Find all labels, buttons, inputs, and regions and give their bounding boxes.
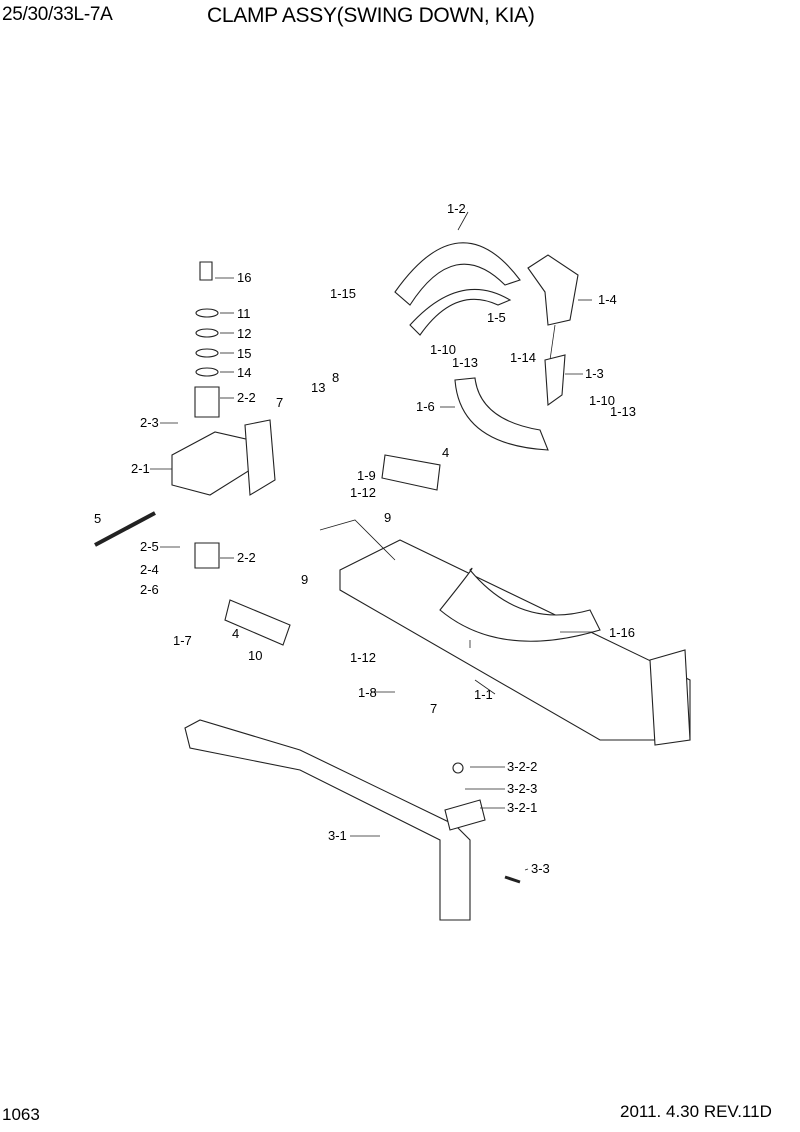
callout-1-9: 1-9 — [357, 468, 376, 483]
callout-1-3: 1-3 — [585, 366, 604, 381]
callout-4: 4 — [442, 445, 450, 460]
callout-2-4: 2-4 — [140, 562, 159, 577]
callout-1-12: 1-12 — [350, 485, 377, 500]
callout-3-2-3: 3-2-3 — [507, 781, 538, 796]
callout-11: 11 — [237, 306, 251, 321]
part-bolt-16 — [199, 261, 213, 281]
part-strap-1-4 — [527, 254, 579, 326]
page-title: CLAMP ASSY(SWING DOWN, KIA) — [207, 4, 535, 27]
callout-1-2: 1-2 — [447, 201, 466, 216]
callout-1-1: 1-1 — [474, 687, 493, 702]
part-band-1-6 — [454, 377, 549, 451]
callout-14: 14 — [237, 365, 252, 380]
part-plate-3-2-1 — [444, 799, 486, 831]
callout-3-3: 3-3 — [531, 861, 550, 876]
callout-2-2: 2-2 — [237, 390, 256, 405]
callout-3-2-1: 3-2-1 — [507, 800, 538, 815]
callout-1-10: 1-10 — [589, 393, 616, 408]
part-arm-3-1 — [184, 719, 471, 921]
callout-1-16: 1-16 — [609, 625, 636, 640]
callout-10: 10 — [248, 648, 263, 663]
callout-2-5: 2-5 — [140, 539, 159, 554]
callout-1-4: 1-4 — [598, 292, 617, 307]
callout-1-10: 1-10 — [430, 342, 457, 357]
revision-date: 2011. 4.30 REV.11D — [620, 1102, 772, 1121]
callout-13: 13 — [311, 380, 326, 395]
part-cover-1-5 — [409, 288, 512, 336]
callout-5: 5 — [94, 511, 102, 526]
callout-15: 15 — [237, 346, 252, 361]
callout-4: 4 — [232, 626, 240, 641]
callout-12: 12 — [237, 326, 252, 341]
callout-2-3: 2-3 — [140, 415, 159, 430]
callout-3-2-2: 3-2-2 — [507, 759, 538, 774]
callout-1-5: 1-5 — [487, 310, 506, 325]
callout-8: 8 — [332, 370, 340, 385]
part-cylinder-4-upper — [381, 454, 441, 491]
callout-9: 9 — [301, 572, 309, 587]
callout-1-13: 1-13 — [610, 404, 637, 419]
callout-1-15: 1-15 — [330, 286, 357, 301]
part-cover-1-2 — [394, 242, 521, 306]
callout-2-1: 2-1 — [131, 461, 150, 476]
callout-1-8: 1-8 — [358, 685, 377, 700]
callout-2-2: 2-2 — [237, 550, 256, 565]
callout-1-6: 1-6 — [416, 399, 435, 414]
callout-1-13: 1-13 — [452, 355, 479, 370]
page-number: 1063 — [2, 1105, 40, 1124]
part-bushing-2-2b — [194, 542, 220, 569]
callout-9: 9 — [384, 510, 392, 525]
model-number: 25/30/33L-7A — [2, 4, 113, 25]
part-cylinder-4-lower — [224, 599, 291, 646]
callout-2-6: 2-6 — [140, 582, 159, 597]
callout-1-7: 1-7 — [173, 633, 192, 648]
part-link-1-3 — [544, 354, 566, 407]
part-bracket-2-1 — [171, 431, 251, 496]
callout-7: 7 — [430, 701, 438, 716]
part-bushing-2-2 — [194, 386, 220, 418]
callout-16: 16 — [237, 270, 252, 285]
callout-1-14: 1-14 — [510, 350, 537, 365]
callout-7: 7 — [276, 395, 284, 410]
callout-3-1: 3-1 — [328, 828, 347, 843]
callout-1-12: 1-12 — [350, 650, 377, 665]
